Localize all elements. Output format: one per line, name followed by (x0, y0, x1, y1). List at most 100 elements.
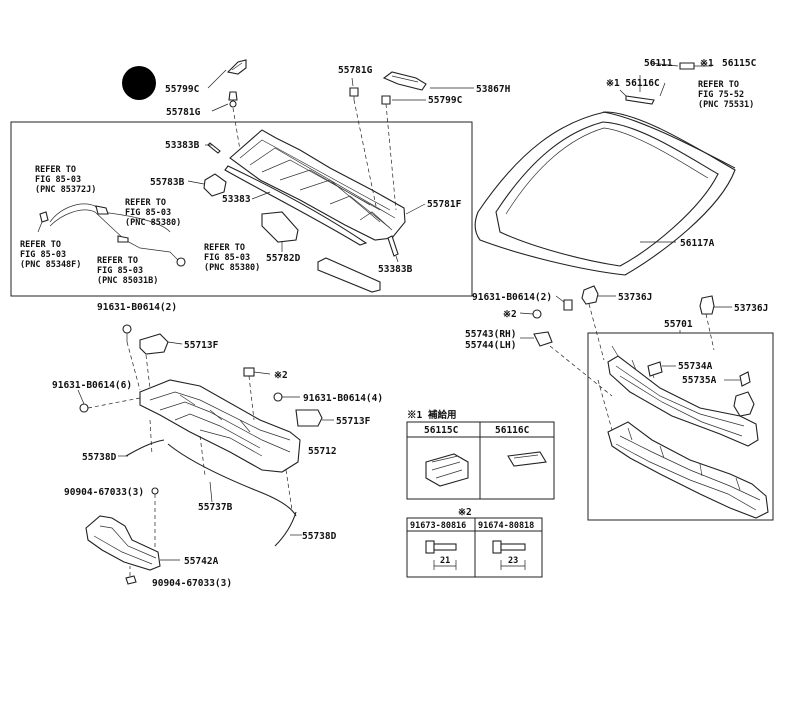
legend-title-1: ※1 補給用 (407, 409, 456, 421)
bracket-55743-icon (533, 331, 553, 347)
clip-55781g-icon (228, 91, 238, 108)
svg-text:(PNC 85380): (PNC 85380) (204, 263, 260, 273)
label-56116c: ※1 56116C (606, 78, 660, 89)
bolt-91674-icon (492, 540, 526, 570)
bolt-x2-icon (243, 367, 271, 377)
svg-text:REFER TO: REFER TO (35, 165, 76, 175)
label-55738d-a: 55738D (82, 452, 117, 463)
svg-text:FIG 85-03: FIG 85-03 (204, 253, 250, 263)
svg-text:(PNC 85372J): (PNC 85372J) (35, 185, 96, 195)
label-53736j-a: 53736J (618, 292, 652, 303)
label-55712: 55712 (308, 446, 337, 457)
clip-55799c-icon (226, 59, 247, 75)
legend-dim-1: 21 (440, 556, 450, 566)
legend-table-1 (406, 421, 555, 500)
label-55781f: 55781F (427, 199, 462, 210)
bracket-55783b-icon (203, 173, 227, 197)
svg-text:FIG 85-03: FIG 85-03 (125, 208, 171, 218)
label-55734a: 55734A (678, 361, 713, 372)
label-53383: 53383 (222, 194, 251, 205)
legend-table-2 (406, 517, 543, 578)
label-x2-a: ※2 (503, 309, 517, 320)
svg-text:FIG 75-52: FIG 75-52 (698, 90, 744, 100)
legend-title-2: ※2 (458, 507, 472, 518)
label-91631-4: 91631-B0614(4) (303, 393, 383, 404)
bolt-91631-b-icon (273, 392, 283, 402)
label-53736j-b: 53736J (734, 303, 768, 314)
refer-note-5: REFER TO FIG 85-03 (PNC 85031B) (97, 256, 158, 286)
bracket-55713f-b-icon (295, 409, 323, 427)
pin-53383b-icon (207, 142, 221, 154)
bracket-55734a-icon (647, 361, 663, 377)
label-56117a: 56117A (680, 238, 715, 249)
duct-55742a-icon (85, 515, 161, 571)
label-91631-2: 91631-B0614(2) (472, 292, 552, 303)
label-x1-mark: ※1 (700, 58, 714, 69)
label-55783b: 55783B (150, 177, 185, 188)
bolt-91673-icon (425, 540, 457, 570)
refer-note-4: REFER TO FIG 85-03 (PNC 85380) (204, 243, 260, 273)
svg-text:REFER TO: REFER TO (698, 80, 739, 90)
label-55744: 55744(LH) (465, 340, 516, 351)
label-56111: 56111 (644, 58, 673, 69)
seal-53383-icon (224, 165, 368, 246)
label-91631-2b: 91631-B0614(2) (97, 302, 177, 313)
clip-90904-b-icon (125, 575, 137, 585)
label-x2-b: ※2 (274, 370, 288, 381)
bolt-91631-a-icon (122, 324, 132, 342)
bracket-55713f-a-icon (139, 333, 169, 355)
refer-note-1: REFER TO FIG 85-03 (PNC 85372J) (35, 165, 96, 195)
strip-56111-icon (625, 95, 655, 105)
label-55743: 55743(RH) (465, 329, 516, 340)
svg-text:REFER TO: REFER TO (204, 243, 245, 253)
bolt-91631-d-icon (563, 299, 573, 311)
legend-col-56115c: 56115C (424, 425, 459, 436)
svg-text:FIG 85-03: FIG 85-03 (35, 175, 81, 185)
label-55735a: 55735A (682, 375, 717, 386)
label-91631-6: 91631-B0614(6) (52, 380, 132, 391)
seal-55737b-icon (167, 443, 297, 517)
clip-56115c-icon (679, 62, 695, 70)
clip-55799c-top-icon (381, 95, 391, 105)
upper-support-icon (607, 345, 759, 447)
refer-note-3: REFER TO FIG 85-03 (PNC 85348F) (20, 240, 81, 270)
support-group-frame (587, 332, 774, 521)
marker-dot (122, 66, 156, 100)
seal-55738d-a-icon (125, 439, 165, 457)
lower-support-icon (607, 421, 769, 519)
block-53736j-a-icon (581, 285, 599, 305)
pin-53383b-right-icon (387, 235, 399, 257)
legend-bolt-2: 91674-80818 (478, 521, 534, 531)
seal-55738d-b-icon (274, 511, 297, 547)
label-55799c-a: 55799C (165, 84, 200, 95)
label-53867h: 53867H (476, 84, 511, 95)
bolt-91631-c-icon (79, 403, 89, 413)
label-55781g-b: 55781G (338, 65, 373, 76)
bracket-55735a-icon (739, 371, 751, 387)
svg-text:REFER TO: REFER TO (97, 256, 138, 266)
clip-90904-a-icon (151, 487, 159, 495)
label-90904-b: 90904-67033(3) (152, 578, 232, 589)
label-53383b-b: 53383B (378, 264, 413, 275)
cowl-top-panel-icon (139, 379, 301, 473)
strip-lower-icon (317, 257, 381, 293)
svg-text:(PNC 85380): (PNC 85380) (125, 218, 181, 228)
svg-text:(PNC 75531): (PNC 75531) (698, 100, 754, 110)
label-55742a: 55742A (184, 556, 219, 567)
svg-text:(PNC 85348F): (PNC 85348F) (20, 260, 81, 270)
svg-text:FIG 85-03: FIG 85-03 (97, 266, 143, 276)
svg-text:(PNC 85031B): (PNC 85031B) (97, 276, 158, 286)
windshield-glass-icon (474, 111, 736, 276)
bolt-x2-b-icon (532, 309, 542, 319)
legend-dim-2: 23 (508, 556, 518, 566)
label-55701: 55701 (664, 319, 693, 330)
label-55738d-b: 55738D (302, 531, 337, 542)
clip-55781g-top-icon (349, 87, 359, 100)
plate-55782d-icon (261, 211, 299, 243)
svg-text:REFER TO: REFER TO (20, 240, 61, 250)
refer-note-2: REFER TO FIG 85-03 (PNC 85380) (125, 198, 181, 228)
label-55713f-b: 55713F (336, 416, 371, 427)
refer-note-6: REFER TO FIG 75-52 (PNC 75531) (698, 80, 754, 110)
svg-text:REFER TO: REFER TO (125, 198, 166, 208)
